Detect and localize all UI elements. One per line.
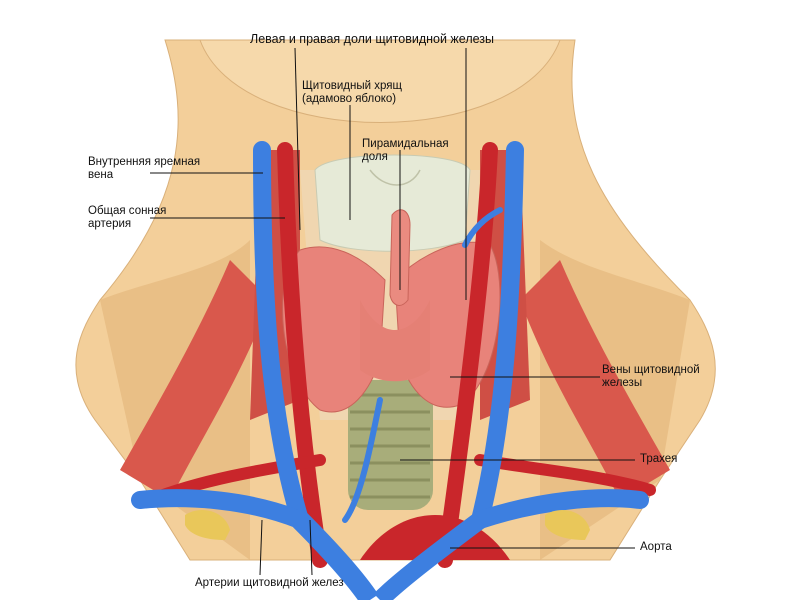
thyroid-vein-small [342,397,383,523]
label-thyroid-cartilage: Щитовидный хрящ (адамово яблоко) [302,80,402,105]
label-thyroid-lobes: Левая и правая доли щитовидной железы [250,32,495,46]
label-internal-jugular-vein: Внутренняя яремная вена [88,156,201,181]
carotid-left [277,142,328,568]
brachiocephalic-right [471,489,649,529]
label-aorta: Аорта [640,541,672,553]
label-thyroid-arteries: Артерии щитовидной желез [195,577,344,589]
muscle-left [120,260,270,500]
brachiocephalic-left [131,489,309,529]
thyroid-cartilage [314,154,471,252]
clavicle-right [545,510,590,540]
thyroid-left-lobe [282,246,386,413]
carotid-right [437,142,498,568]
label-common-carotid-artery: Общая сонная артерия [88,205,167,230]
chin [199,39,561,123]
label-trachea: Трахея [640,453,678,465]
jugular-left [253,141,309,529]
subclavian-right [474,454,656,496]
brachiocephalic-join [292,512,379,600]
muscle-right [520,260,670,500]
brachiocephalic-join-2 [373,512,486,600]
leader-lines [150,47,635,576]
thyroid-isthmus [360,300,430,382]
cartilage-notch [369,169,421,186]
label-pyramidal-lobe: Пирамидальная доля [362,138,449,163]
trachea-rings [350,393,430,499]
label-thyroid-veins: Вены щитовидной железы [602,364,700,389]
jugular-right [471,141,524,529]
clavicle-left [185,510,230,540]
